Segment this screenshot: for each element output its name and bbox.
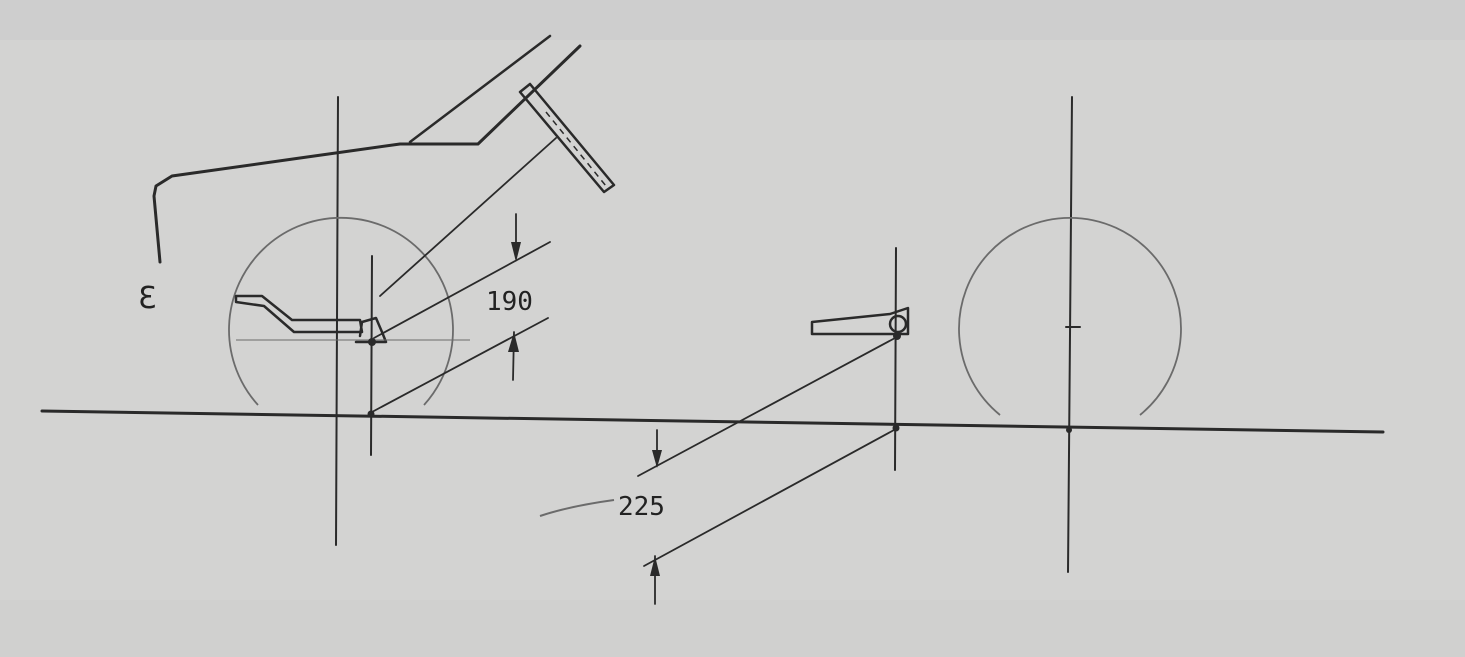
front-tow-eye — [354, 316, 388, 344]
rear-extension-lower — [643, 429, 895, 567]
front-tow-hook — [234, 294, 364, 334]
steering-leader-line — [379, 137, 557, 297]
windscreen-pillar — [408, 34, 552, 144]
front-extension-lower — [371, 317, 549, 413]
rear-tow-eye — [888, 314, 908, 334]
ground-line — [40, 409, 1385, 434]
front-wheel — [228, 216, 454, 406]
front-hook-point — [368, 338, 376, 346]
rear-tow-bracket — [810, 306, 910, 336]
body-outline — [152, 44, 582, 264]
rear-wheel — [958, 217, 1182, 416]
front-height-label: 190 — [486, 287, 533, 317]
rear-dim-arrow-bottom-head — [650, 556, 660, 576]
rear-height-label: 225 — [618, 492, 665, 522]
front-dim-arrow-top-head — [511, 242, 521, 262]
front-hook-vertical — [370, 255, 373, 456]
steering-column — [518, 82, 616, 194]
rear-axle-ground-point — [1066, 427, 1072, 433]
rear-label-leader — [539, 499, 615, 517]
front-margin-symbol: Ɛ — [138, 281, 156, 316]
front-extension-upper — [373, 241, 551, 339]
front-dim-arrow-bottom-head — [508, 332, 519, 352]
rear-axle-centerline — [1067, 96, 1073, 573]
rear-hook-vertical — [894, 247, 897, 471]
rear-dim-arrow-top-head — [652, 450, 662, 468]
steering-column-hidden-line — [545, 111, 607, 187]
rear-extension-upper — [637, 337, 896, 477]
